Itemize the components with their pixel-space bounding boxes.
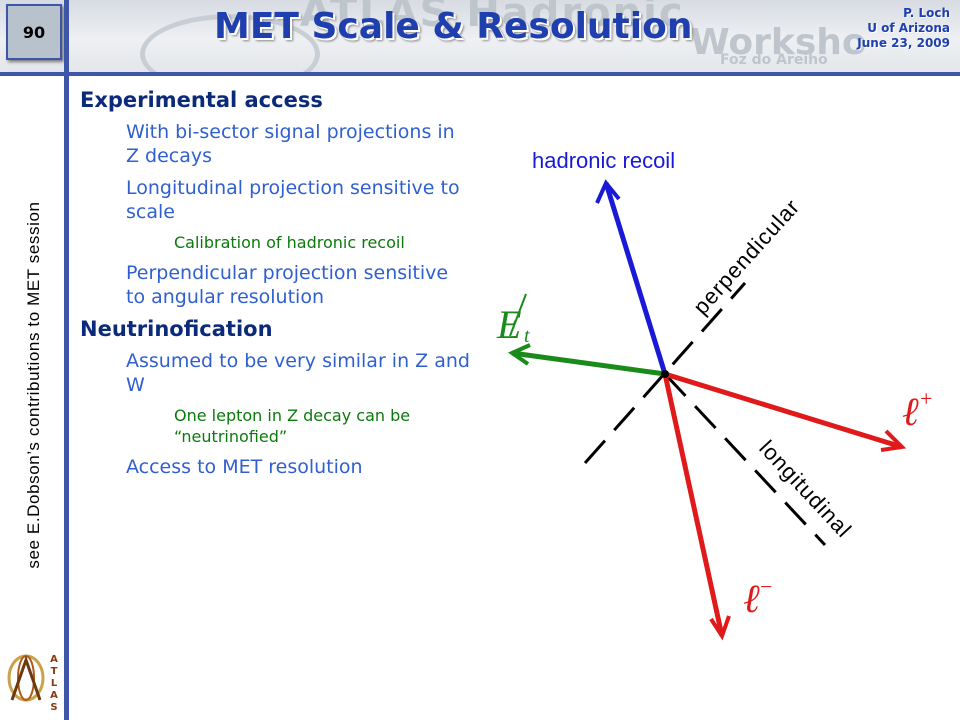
svg-text:T: T [51, 666, 58, 677]
bullet-bisector: With bi-sector signal projections in Z d… [126, 121, 455, 167]
watermark-text: Worksho [690, 22, 867, 63]
side-note: see E.Dobson’s contributions to MET sess… [24, 201, 43, 569]
subbullet-neutrinofied: One lepton in Z decay can be “neutrinofi… [174, 406, 411, 446]
heading-neutrinofication: Neutrinofication [80, 317, 273, 341]
author-date: June 23, 2009 [857, 36, 950, 50]
lepton-minus-arrow [662, 373, 731, 641]
perpendicular-label: perpendicular [688, 194, 804, 319]
recoil-diagram: hadronic recoil perpendicular longitudin… [496, 148, 932, 641]
svg-text:L: L [51, 678, 58, 689]
met-label: E [496, 302, 521, 347]
heading-experimental-access: Experimental access [80, 88, 323, 112]
longitudinal-axis [663, 372, 827, 547]
lepton-plus-sup: + [920, 386, 932, 411]
bullet-met-resolution: Access to MET resolution [126, 456, 363, 478]
met-subscript: t [524, 325, 530, 347]
lepton-plus-symbol: ℓ + [902, 386, 932, 434]
watermark-text: ATLAS Hadronic [300, 0, 685, 36]
met-slash [509, 293, 527, 337]
lepton-minus-sup: − [760, 574, 772, 599]
slide-title: MET Scale & Resolution [214, 6, 693, 47]
lepton-plus-arrow [664, 371, 907, 452]
svg-text:A: A [50, 690, 58, 701]
bullet-similar: Assumed to be very similar in Z and W [126, 350, 470, 396]
subbullet-calibration: Calibration of hadronic recoil [174, 233, 405, 252]
author-affiliation: U of Arizona [867, 21, 950, 35]
lepton-minus-symbol: ℓ − [743, 574, 772, 621]
watermark-text: Foz do Areiho [720, 52, 828, 68]
met-symbol: E t [496, 293, 530, 347]
horizontal-divider [0, 72, 960, 76]
perpendicular-axis [583, 282, 747, 464]
lepton-minus-label: ℓ [743, 576, 760, 621]
atlas-logo: A T L A S [7, 654, 58, 713]
hadronic-recoil-label: hadronic recoil [532, 148, 675, 173]
bullet-content: Experimental access With bi-sector signa… [80, 88, 470, 487]
lepton-plus-label: ℓ [902, 389, 919, 434]
svg-text:A: A [50, 654, 58, 665]
hadronic-recoil-arrow [595, 179, 668, 375]
longitudinal-label: longitudinal [754, 435, 856, 542]
header-bar: ATLAS Hadronic Worksho Foz do Areiho [0, 0, 960, 72]
vertex-point [661, 370, 669, 378]
author-name: P. Loch [903, 6, 950, 20]
author-block: P. Loch U of Arizona June 23, 2009 [857, 6, 950, 51]
bullet-perpendicular: Perpendicular projection sensitive to an… [126, 262, 449, 308]
svg-text:S: S [50, 702, 57, 713]
bullet-longitudinal: Longitudinal projection sensitive to sca… [126, 177, 460, 223]
slide-number: 90 [6, 4, 62, 60]
vertical-divider [64, 0, 69, 720]
met-arrow [507, 343, 666, 377]
